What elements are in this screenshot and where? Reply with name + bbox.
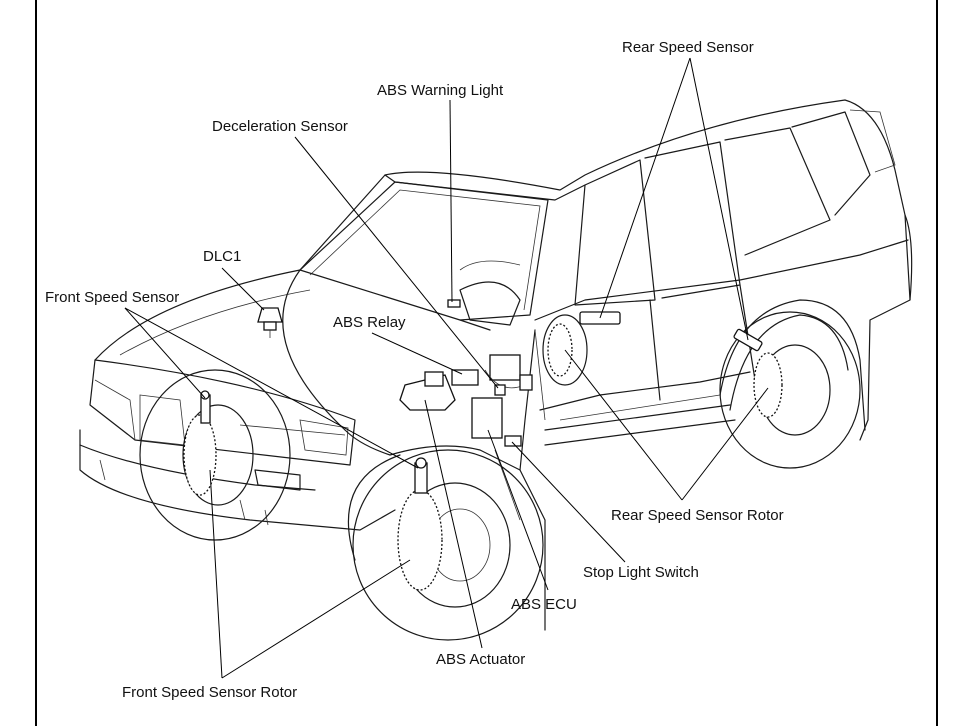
front-speed-sensor-left xyxy=(200,390,211,424)
deceleration-sensor-unit xyxy=(494,374,533,396)
front-right-wheel xyxy=(352,449,544,641)
label-rear-speed-sensor: Rear Speed Sensor xyxy=(622,39,754,56)
label-abs-ecu: ABS ECU xyxy=(511,596,577,613)
label-deceleration-sensor: Deceleration Sensor xyxy=(212,118,348,135)
rear-right-wheel xyxy=(719,311,861,469)
abs-warning-light-indicator xyxy=(447,299,461,308)
dlc1-connector xyxy=(257,307,283,338)
leader-lines xyxy=(124,57,769,679)
rear-left-wheel xyxy=(542,314,588,386)
front-left-wheel xyxy=(139,369,291,541)
label-abs-actuator: ABS Actuator xyxy=(436,651,525,668)
label-rear-speed-sensor-rotor: Rear Speed Sensor Rotor xyxy=(611,507,784,524)
label-front-speed-sensor-rotor: Front Speed Sensor Rotor xyxy=(122,684,297,701)
abs-actuator-unit xyxy=(399,371,456,411)
vehicle-outline xyxy=(79,99,913,631)
label-stop-light-switch: Stop Light Switch xyxy=(583,564,699,581)
label-front-speed-sensor: Front Speed Sensor xyxy=(45,289,179,306)
label-abs-warning-light: ABS Warning Light xyxy=(377,82,504,99)
stop-light-switch-unit xyxy=(494,435,522,521)
abs-ecu-unit xyxy=(471,397,503,439)
abs-relay-unit xyxy=(451,354,526,389)
label-dlc1: DLC1 xyxy=(203,248,241,265)
front-speed-sensor-right xyxy=(414,457,428,494)
label-abs-relay: ABS Relay xyxy=(333,314,406,331)
